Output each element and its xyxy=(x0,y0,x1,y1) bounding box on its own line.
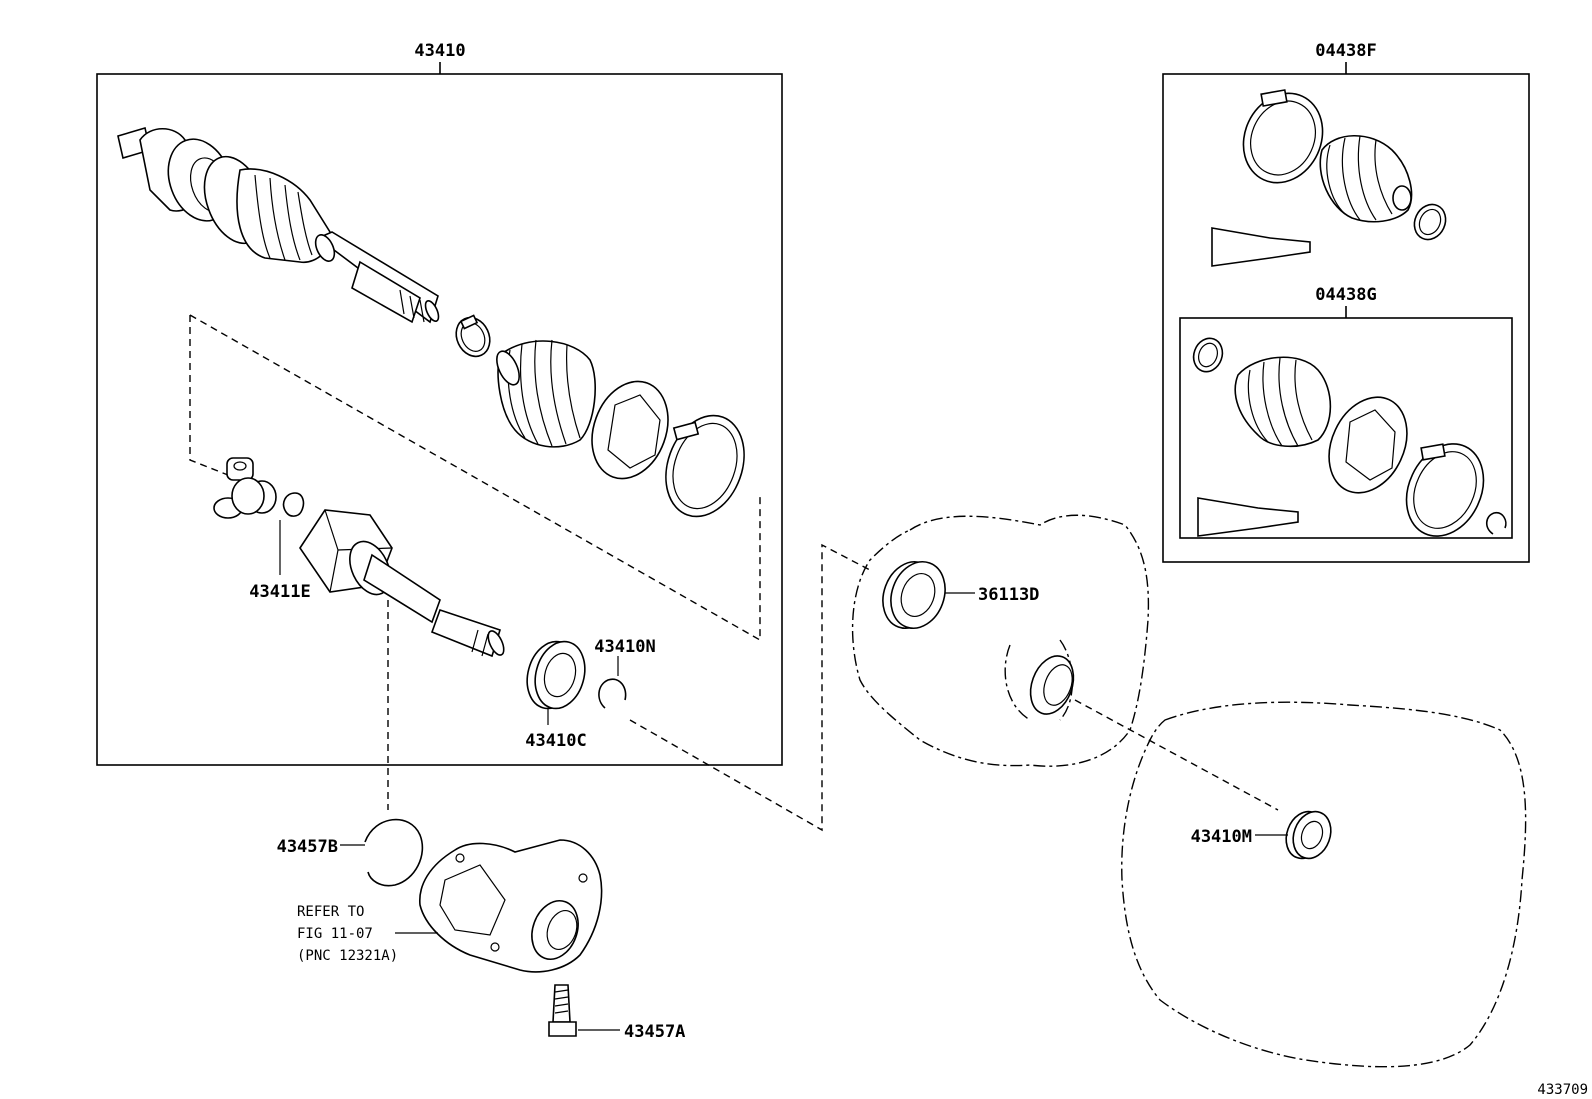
bolt-43457A[interactable]: 43457A xyxy=(548,984,685,1042)
drawing-number: 433709 xyxy=(1537,1082,1588,1098)
kit-g-clamp-small[interactable] xyxy=(1189,334,1227,376)
boot-clamp-large[interactable] xyxy=(652,404,757,527)
label-04438G[interactable]: 04438G xyxy=(1315,285,1376,305)
label-43457B[interactable]: 43457B xyxy=(277,837,338,857)
assembly-box: 43410 xyxy=(96,41,783,766)
boot-kit-04438G-box: 04438G xyxy=(1179,285,1513,539)
boot-kit-04438F-box: 04438F xyxy=(1162,41,1530,563)
label-43410N[interactable]: 43410N xyxy=(594,637,655,657)
kit-f-clamp-small[interactable] xyxy=(1409,199,1451,244)
transaxle-case-opening xyxy=(1029,655,1075,715)
kit-g-clamp-large[interactable] xyxy=(1392,431,1498,548)
kit-g-snap-ring[interactable] xyxy=(1485,511,1507,535)
label-43410[interactable]: 43410 xyxy=(414,41,465,61)
shaft-seal-36113D[interactable]: 36113D xyxy=(874,554,1039,636)
tripod-spider[interactable] xyxy=(213,457,277,519)
refer-line-2: FIG 11-07 xyxy=(297,926,373,942)
transmission-phantom xyxy=(1121,701,1527,1068)
inner-joint-shaft[interactable] xyxy=(299,509,507,658)
kit-f-boot[interactable] xyxy=(1319,134,1413,223)
snap-ring-43411E[interactable]: 43411E xyxy=(249,492,311,602)
refer-line-1: REFER TO xyxy=(297,904,364,920)
outer-cv-joint-shaft[interactable] xyxy=(117,126,441,324)
label-04438F[interactable]: 04438F xyxy=(1315,41,1376,61)
refer-note: REFER TO FIG 11-07 (PNC 12321A) xyxy=(297,904,438,964)
label-43411E[interactable]: 43411E xyxy=(249,582,310,602)
hole-snap-ring-43410N[interactable]: 43410N xyxy=(594,637,656,709)
transaxle-case-phantom xyxy=(851,514,1150,767)
inner-boot[interactable] xyxy=(492,339,596,448)
kit-g-housing-ring[interactable] xyxy=(1314,384,1422,505)
bearing-43410C[interactable]: 43410C xyxy=(520,636,592,751)
label-43410M[interactable]: 43410M xyxy=(1191,827,1252,847)
label-43410C[interactable]: 43410C xyxy=(525,731,586,751)
kit-f-clamp-large[interactable] xyxy=(1229,80,1337,195)
kit-f-grease-tube[interactable] xyxy=(1211,227,1311,267)
transaxle-seal-43410M[interactable]: 43410M xyxy=(1191,806,1338,863)
label-43457A[interactable]: 43457A xyxy=(624,1022,685,1042)
kit-g-boot[interactable] xyxy=(1234,356,1332,448)
refer-line-3: (PNC 12321A) xyxy=(297,948,398,964)
tripod-housing-ring[interactable] xyxy=(579,371,681,490)
label-36113D[interactable]: 36113D xyxy=(978,585,1039,605)
boot-clamp-small[interactable] xyxy=(450,312,496,362)
kit-g-grease-tube[interactable] xyxy=(1197,497,1299,537)
center-bearing-bracket[interactable] xyxy=(419,839,603,973)
ring-43457B[interactable]: 43457B xyxy=(277,818,424,887)
